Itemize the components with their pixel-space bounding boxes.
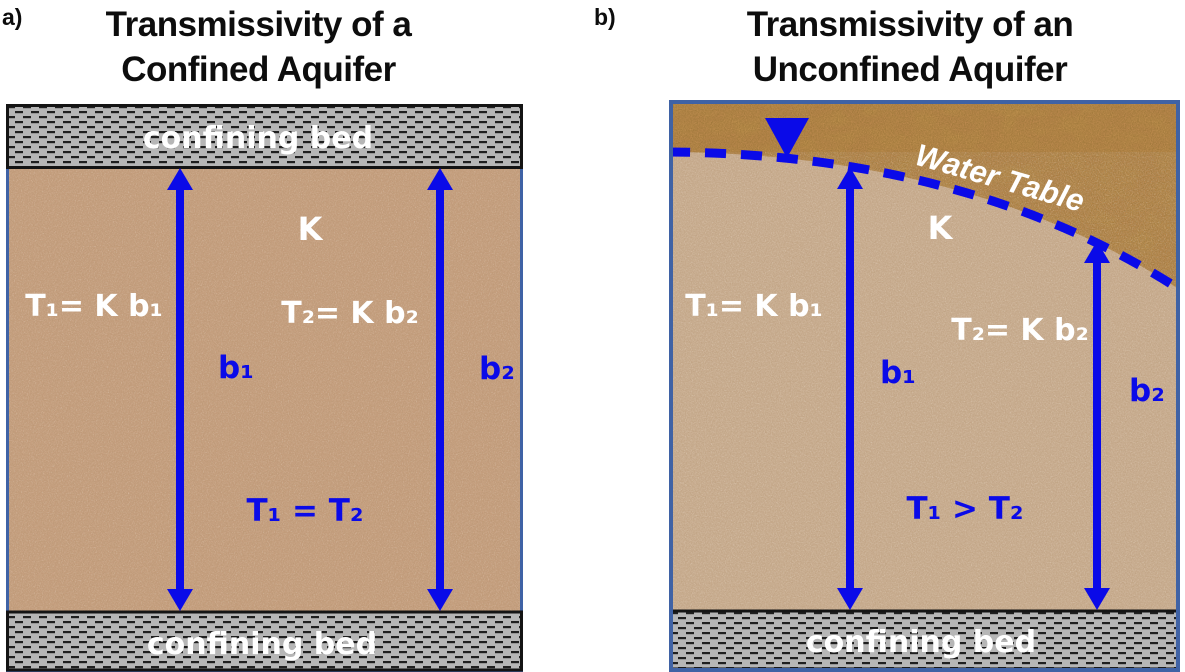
b2-label: b₂ — [1129, 373, 1165, 409]
confined-aquifer-body — [7, 167, 522, 613]
bottom-confining-bed: confining bed — [669, 609, 1180, 671]
top-confining-bed: confining bed — [6, 104, 523, 169]
b2-label: b₂ — [479, 351, 515, 387]
panel-a-title: Transmissivity of a Confined Aquifer — [0, 2, 517, 92]
confined-aquifer-diagram: confining bed confining bed K T₁= K b₁ T… — [6, 104, 523, 672]
water-table-line — [669, 147, 1180, 293]
panel-a-label: a) — [2, 4, 23, 30]
bottom-confining-bed: confining bed — [6, 610, 523, 672]
hydraulic-conductivity-label: K — [298, 210, 324, 248]
panel-b-label: b) — [594, 4, 616, 30]
b1-thickness-arrow — [167, 168, 193, 611]
top-confining-bed-label: confining bed — [143, 121, 373, 156]
transmissivity-relation: T₁ > T₂ — [906, 491, 1023, 527]
t2-formula: T₂= K b₂ — [281, 296, 419, 331]
panel-b-border — [669, 100, 1180, 672]
t1-formula: T₁= K b₁ — [685, 289, 823, 324]
hydraulic-conductivity-label: K — [928, 209, 954, 247]
panel-a-title-line2: Confined Aquifer — [121, 50, 396, 89]
bottom-confining-bed-label: confining bed — [147, 627, 377, 662]
saturated-zone — [669, 152, 1179, 611]
panel-b-title-line2: Unconfined Aquifer — [752, 50, 1068, 89]
b2-thickness-arrow — [427, 168, 453, 611]
t1-formula: T₁= K b₁ — [25, 289, 163, 324]
b1-label: b₁ — [880, 355, 916, 391]
panel-b-title-line1: Transmissivity of an — [746, 5, 1074, 44]
panel-b-title: Transmissivity of an Unconfined Aquifer — [640, 2, 1180, 92]
bottom-confining-bed-label: confining bed — [806, 625, 1036, 660]
panel-a-title-line1: Transmissivity of a — [105, 5, 412, 44]
water-table-marker-icon — [765, 118, 809, 158]
b2-thickness-arrow — [1084, 241, 1110, 610]
transmissivity-relation: T₁ = T₂ — [246, 493, 363, 529]
t2-formula: T₂= K b₂ — [951, 313, 1089, 348]
unconfined-aquifer-diagram: confining bed Water Table K T₁= K b₁ T₂=… — [669, 100, 1180, 672]
b1-thickness-arrow — [837, 167, 863, 610]
b1-label: b₁ — [218, 350, 254, 386]
